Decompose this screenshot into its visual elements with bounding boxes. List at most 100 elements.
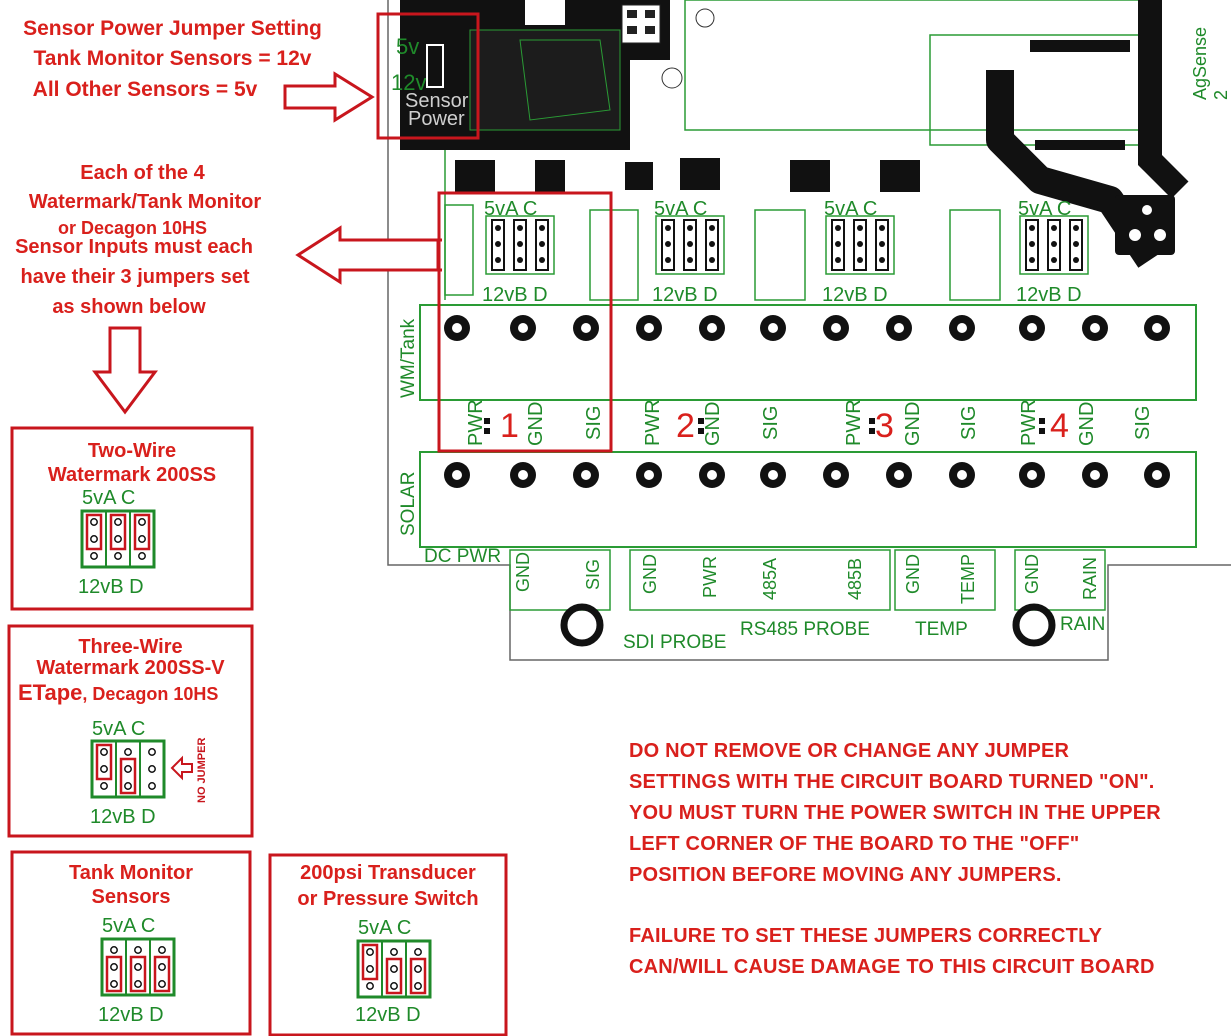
note-line-2: Tank Monitor Sensors = 12v: [33, 47, 312, 70]
three-wire-top-label: 5vA C: [92, 718, 146, 740]
term-gnd-2: GND: [640, 554, 660, 594]
dc-pwr-label: DC PWR: [424, 546, 502, 567]
two-wire-title-2: Watermark 200SS: [47, 464, 217, 486]
tank-top-label: 5vA C: [102, 915, 156, 937]
sensor-power-text-2: Power: [408, 108, 465, 130]
warning-line-6: FAILURE TO SET THESE JUMPERS CORRECTLY: [629, 925, 1103, 947]
jumper-top-label-4: 5vA C: [1018, 198, 1072, 220]
jumper-cap: [385, 957, 403, 995]
warning-line-4: LEFT CORNER OF THE BOARD TO THE "OFF": [629, 833, 1080, 855]
term-pwr-2: PWR: [700, 556, 720, 598]
ch1-gnd: GND: [525, 401, 547, 446]
tank-bottom-label: 12vB D: [98, 1004, 164, 1026]
tank-title-1: Tank Monitor: [68, 862, 194, 884]
ch4-gnd: GND: [1076, 401, 1098, 446]
transducer-title-2: or Pressure Switch: [297, 888, 479, 910]
tank-title-2: Sensors: [91, 886, 171, 908]
warning-line-1: DO NOT REMOVE OR CHANGE ANY JUMPER: [629, 740, 1070, 762]
jumper-top-label-2: 5vA C: [654, 198, 708, 220]
sensor-power-highlight: [376, 12, 480, 140]
ch2-number: 2: [676, 407, 695, 445]
five-volt-label: 5v: [396, 34, 420, 59]
jumper-cap: [109, 513, 127, 551]
jumper-top-label-1: 5vA C: [484, 198, 538, 220]
rain-label: RAIN: [1060, 614, 1106, 635]
jumper-bottom-label-2: 12vB D: [652, 284, 718, 306]
inputs-line-3: or Decagon 10HS: [57, 218, 208, 238]
three-wire-title-3: ETape, Decagon 10HS: [18, 680, 218, 706]
sdi-probe-label: SDI PROBE: [623, 632, 727, 653]
three-wire-title-1: Three-Wire: [78, 636, 183, 658]
note-line-1: Sensor Power Jumper Setting: [23, 17, 322, 40]
rs485-probe-label: RS485 PROBE: [740, 619, 870, 640]
ch2-gnd: GND: [702, 401, 724, 446]
twelve-volt-label: 12v: [391, 70, 427, 95]
inputs-line-4: Sensor Inputs must each: [15, 236, 253, 258]
arrow-down-icon: [92, 326, 158, 415]
term-gnd-3: GND: [903, 554, 923, 594]
ch4-number: 4: [1050, 407, 1069, 445]
inputs-line-2: Watermark/Tank Monitor: [28, 191, 262, 213]
jumper-cap: [105, 955, 123, 993]
brand-label: AgSense 2: [1190, 26, 1231, 100]
arrow-left-icon: [295, 225, 440, 285]
decagon-text: , Decagon 10HS: [82, 684, 219, 704]
ch1-sig: SIG: [583, 405, 605, 440]
ch3-gnd: GND: [902, 401, 924, 446]
arrow-left-small-icon: [170, 755, 193, 781]
three-wire-title-2: Watermark 200SS-V: [36, 657, 225, 679]
solar-label: SOLAR: [398, 471, 419, 536]
ch3-pwr: PWR: [843, 399, 865, 446]
ch3-number: 3: [875, 407, 894, 445]
term-gnd-1: GND: [513, 552, 533, 592]
ch2-pwr: PWR: [642, 399, 664, 446]
note-line-3: All Other Sensors = 5v: [32, 78, 258, 101]
transducer-title-1: 200psi Transducer: [300, 862, 476, 884]
jumper-bottom-label-4: 12vB D: [1016, 284, 1082, 306]
board-jumper-header: [1019, 215, 1089, 275]
jumper-cap: [153, 955, 171, 993]
warning-line-2: SETTINGS WITH THE CIRCUIT BOARD TURNED "…: [629, 771, 1155, 793]
board-jumper-header: [825, 215, 895, 275]
inputs-line-6: as shown below: [52, 296, 206, 318]
sensor-power-jumper[interactable]: [426, 44, 444, 88]
two-wire-top-label: 5vA C: [82, 487, 136, 509]
jumper-cap: [133, 513, 151, 551]
jumper-cap: [409, 957, 427, 995]
term-gnd-4: GND: [1022, 554, 1042, 594]
ch1-pwr: PWR: [465, 399, 487, 446]
warning-line-7: CAN/WILL CAUSE DAMAGE TO THIS CIRCUIT BO…: [629, 956, 1155, 978]
jumper-cap: [85, 513, 103, 551]
temp-probe-label: TEMP: [915, 619, 968, 640]
transducer-bottom-label: 12vB D: [355, 1004, 421, 1026]
term-temp: TEMP: [958, 553, 978, 604]
channel-1-highlight: [437, 191, 613, 453]
jumper-bottom-label-1: 12vB D: [482, 284, 548, 306]
jumper-cap: [119, 757, 137, 795]
three-wire-bottom-label: 12vB D: [90, 806, 156, 828]
no-jumper-label: NO JUMPER: [196, 737, 208, 803]
inputs-line-5: have their 3 jumpers set: [20, 266, 250, 288]
sensor-power-text-1: Sensor: [405, 90, 469, 112]
inputs-line-1: Each of the 4: [80, 162, 205, 184]
ch4-pwr: PWR: [1018, 399, 1040, 446]
board-jumper-header: [485, 215, 555, 275]
term-485b: 485B: [845, 557, 865, 600]
warning-line-3: YOU MUST TURN THE POWER SWITCH IN THE UP…: [629, 802, 1161, 824]
ch1-number: 1: [500, 407, 519, 445]
term-rain: RAIN: [1080, 556, 1100, 600]
warning-line-5: POSITION BEFORE MOVING ANY JUMPERS.: [629, 864, 1062, 886]
board-jumper-header: [655, 215, 725, 275]
wm-tank-label: WM/Tank: [398, 318, 419, 398]
ch3-sig: SIG: [958, 405, 980, 440]
jumper-top-label-3: 5vA C: [824, 198, 878, 220]
jumper-cap: [361, 943, 379, 981]
jumper-bottom-label-3: 12vB D: [822, 284, 888, 306]
transducer-top-label: 5vA C: [358, 917, 412, 939]
ch4-sig: SIG: [1132, 405, 1154, 440]
two-wire-title-1: Two-Wire: [87, 440, 177, 462]
term-485a: 485A: [760, 557, 780, 600]
jumper-cap: [129, 955, 147, 993]
arrow-right-icon: [283, 71, 375, 123]
